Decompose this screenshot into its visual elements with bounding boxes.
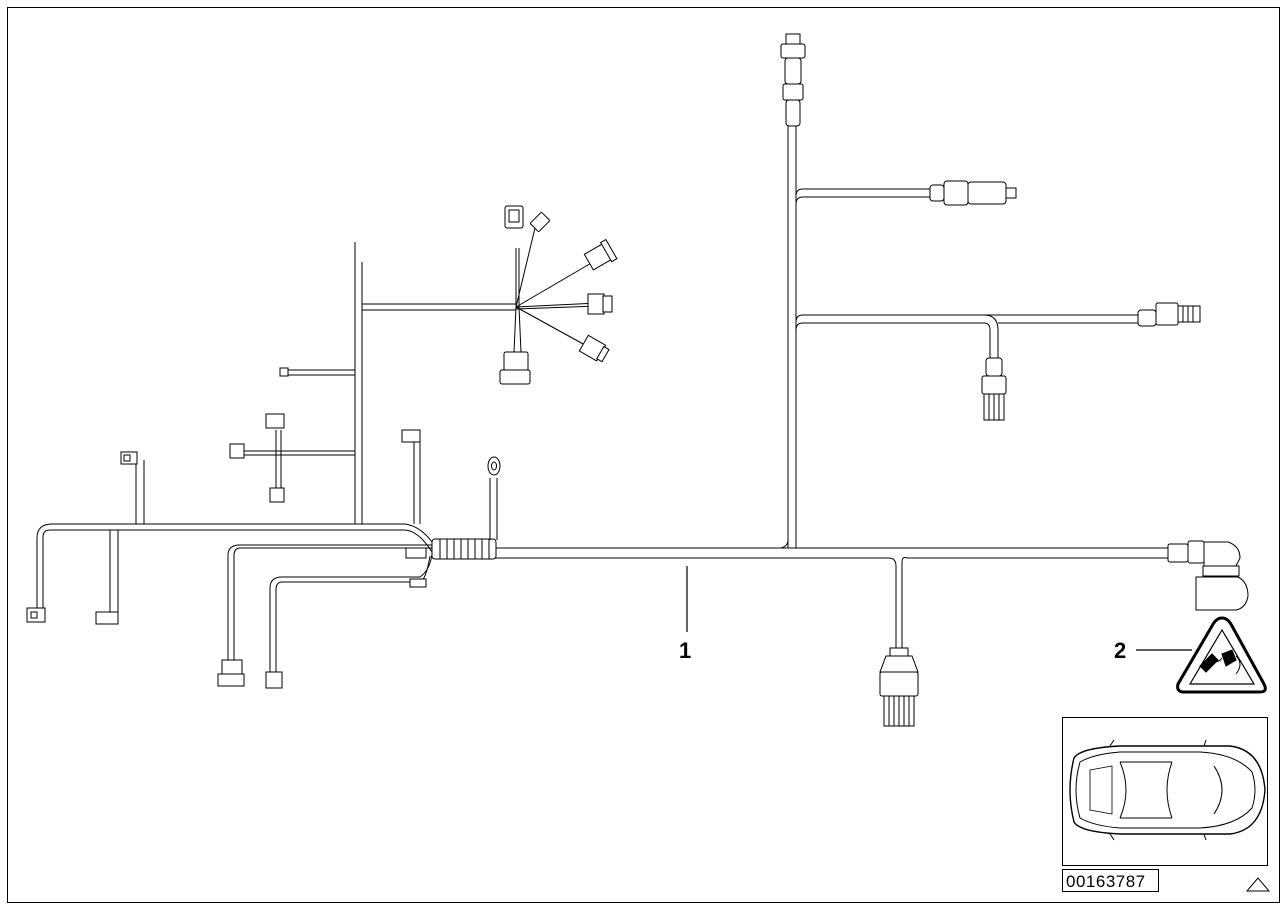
document-number-box: 00163787: [1062, 869, 1159, 892]
top-connector: [780, 33, 806, 127]
ring-terminal: [487, 456, 501, 476]
bottom-round-connector: [879, 647, 919, 727]
triangle-connector-warning-icon: [1176, 616, 1267, 694]
fanout-connectors: [499, 205, 618, 385]
document-number: 00163787: [1066, 872, 1146, 891]
right-connector-upper: [929, 180, 1017, 206]
down-connector-middle: [981, 357, 1007, 421]
callout-2: 2: [1114, 638, 1192, 663]
callout-1-label: 1: [679, 638, 691, 663]
right-connector-middle: [1137, 302, 1201, 327]
callout-1: 1: [679, 566, 691, 663]
car-top-view-icon: [1062, 717, 1268, 866]
corrugated-sleeve: [431, 538, 497, 560]
diagram-frame: [7, 7, 1280, 903]
callout-2-label: 2: [1114, 638, 1126, 663]
left-connectors: [26, 367, 427, 689]
right-end-connector: [1167, 540, 1249, 611]
main-harness: [36, 126, 1168, 672]
triangle-marker-icon: [1245, 877, 1271, 892]
